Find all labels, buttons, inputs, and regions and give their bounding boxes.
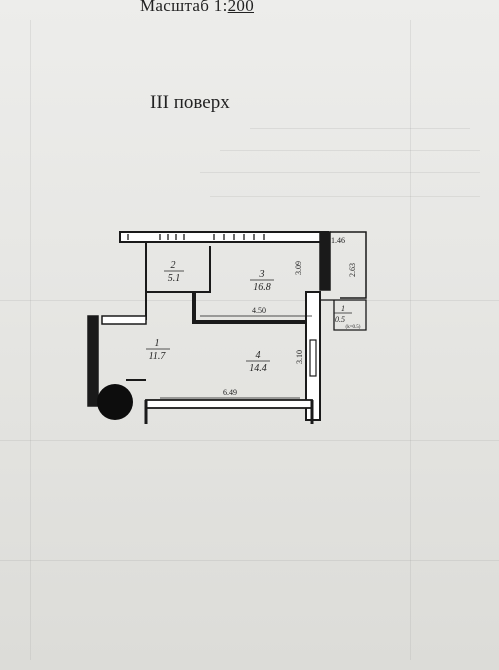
room1-number: 1	[155, 338, 160, 349]
small-room-note: (k=0.5)	[346, 325, 361, 330]
small-room-area: 0.5	[335, 315, 345, 324]
room3-area: 16.8	[253, 282, 271, 293]
dim-top-right: 1.46	[331, 236, 345, 245]
room4-area: 14.4	[249, 363, 267, 374]
left-step-wall	[101, 315, 147, 325]
balcony-outline	[330, 231, 367, 299]
room3-number: 3	[259, 269, 265, 280]
right-window	[309, 339, 317, 377]
window-marks	[127, 234, 265, 240]
ghost-line	[200, 172, 480, 173]
shaft-circle	[97, 384, 133, 420]
ghost-line	[210, 196, 480, 197]
room1-area: 11.7	[149, 351, 167, 362]
room2-number: 2	[171, 260, 176, 271]
ghost-line	[0, 440, 499, 441]
scale-prefix: Масштаб 1:	[140, 0, 228, 15]
ghost-line	[0, 300, 499, 301]
right-upper-wall	[319, 231, 331, 291]
ghost-line	[250, 128, 470, 129]
room2-area: 5.1	[168, 273, 181, 284]
scale-label: Масштаб 1:200	[140, 0, 254, 16]
scale-value: 200	[227, 0, 255, 15]
dim-room3-height: 3.09	[294, 261, 303, 275]
bottom-wall	[145, 399, 313, 409]
dim-right-side: 2.63	[348, 263, 357, 277]
dim-corridor-width: 4.50	[252, 306, 266, 315]
ghost-line	[220, 150, 480, 151]
room2-partition	[145, 246, 211, 293]
left-outer-wall	[87, 315, 99, 407]
dim-room4-height: 3.10	[295, 350, 304, 364]
ghost-line	[410, 20, 411, 660]
ghost-line	[0, 560, 499, 561]
walls	[87, 231, 367, 424]
ghost-line	[30, 20, 31, 660]
small-room-number: 1	[341, 304, 345, 313]
corridor-partition	[192, 292, 318, 324]
dim-bottom-width: 6.49	[223, 388, 237, 397]
floor-title: III поверх	[150, 92, 230, 113]
room4-number: 4	[256, 350, 261, 361]
small-room-outline	[320, 299, 367, 331]
